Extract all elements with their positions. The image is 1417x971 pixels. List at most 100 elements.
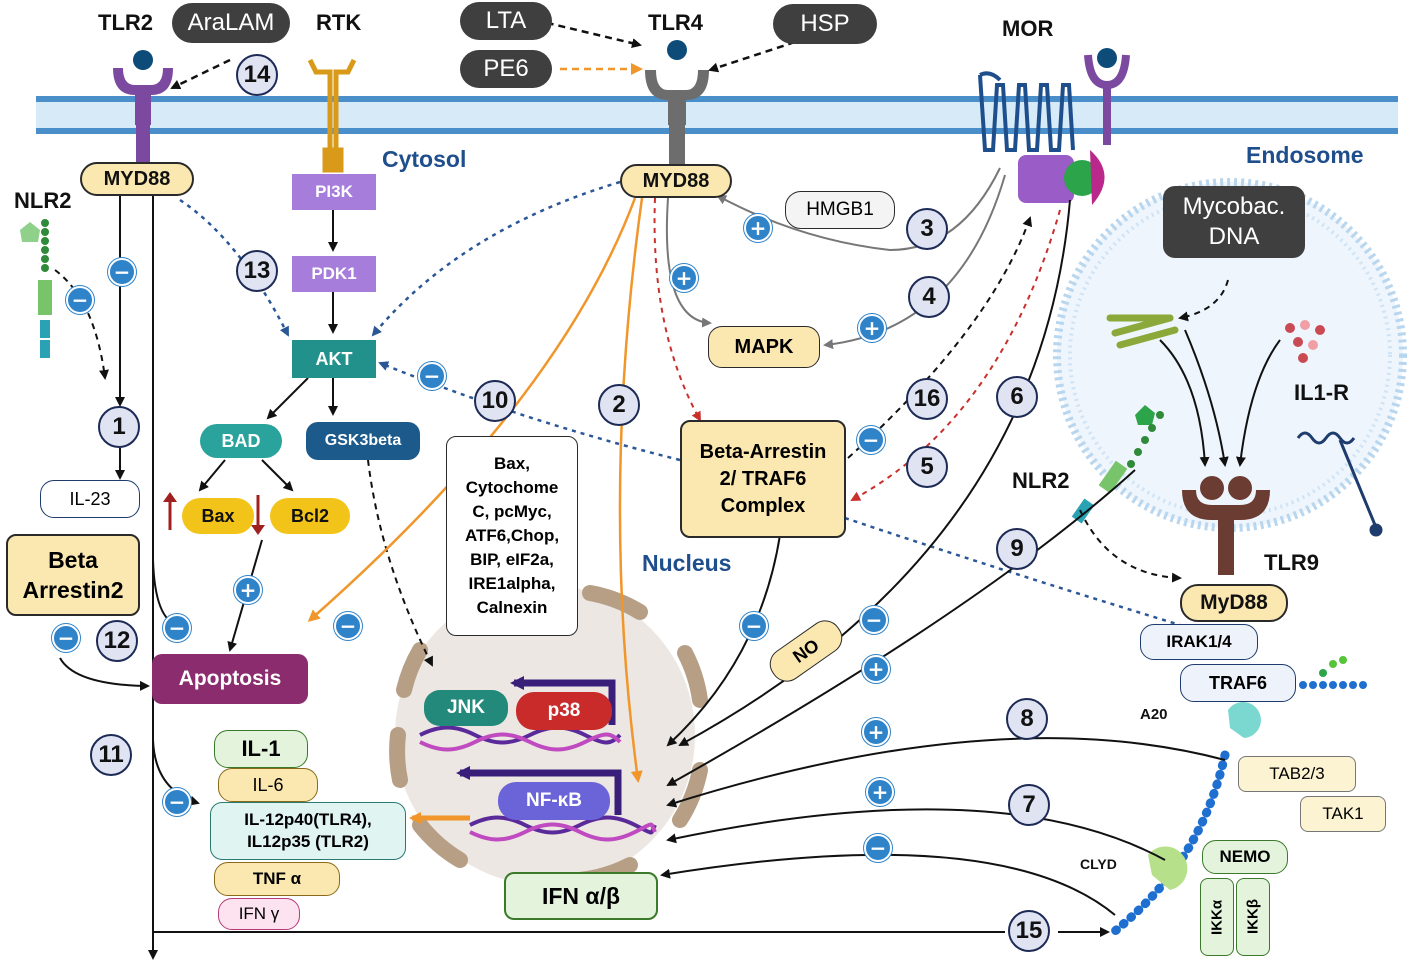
minus-badge-icon: − xyxy=(163,788,191,816)
nlr2-left-icon xyxy=(20,219,52,358)
step-10-marker: 10 xyxy=(474,380,516,422)
arrow-bad-bax xyxy=(198,459,226,492)
mor-label: MOR xyxy=(1002,16,1054,41)
arrow-orange-nfkb xyxy=(618,197,644,783)
arrow-6-nucleus xyxy=(678,199,1071,746)
arrow-nlr2-myd88 xyxy=(1079,509,1182,583)
arrow-myco-dna xyxy=(1178,279,1229,322)
akt-box: AKT xyxy=(292,340,376,378)
arrow-myd88-akt xyxy=(371,180,621,337)
ifn-alpha-beta-box: IFN α/β xyxy=(504,872,658,920)
mor-complex-icon xyxy=(1018,150,1105,205)
tlr4-receptor-icon xyxy=(645,40,709,165)
arrow-arrestin-apoptosis xyxy=(59,657,150,691)
arrow-dna-tlr9 xyxy=(1159,339,1210,467)
minus-badge-icon: − xyxy=(864,834,892,862)
nemo-box: NEMO xyxy=(1202,840,1288,874)
minus-badge-icon: − xyxy=(66,286,94,314)
myd88-left-box: MYD88 xyxy=(80,162,194,196)
il6-box: IL-6 xyxy=(218,768,318,802)
pe6-ligand: PE6 xyxy=(460,50,552,88)
rtk-receptor-icon xyxy=(307,58,357,173)
minus-badge-icon: − xyxy=(108,258,136,286)
nlr2-right-label: NLR2 xyxy=(1012,468,1070,493)
myd88-mid-box: MYD88 xyxy=(620,164,732,198)
apoptosis-box: Apoptosis xyxy=(152,654,308,704)
tab23-box: TAB2/3 xyxy=(1238,756,1356,792)
bax-up-arrow-icon xyxy=(163,492,177,502)
pi3k-box: PI3K xyxy=(292,174,376,210)
plasma-membrane xyxy=(36,96,1398,134)
mycobac-dna-strands-icon xyxy=(1106,314,1179,349)
bad-box: BAD xyxy=(200,424,282,458)
step-11-marker: 11 xyxy=(90,734,132,776)
ubiquitin-chain-icon xyxy=(1299,656,1367,689)
arrow-il1r-tlr9 xyxy=(1235,339,1281,467)
step-14-marker: 14 xyxy=(236,54,278,96)
er-stress-markers-box: Bax, Cytochome C, pcMyc, ATF6,Chop, BIP,… xyxy=(446,436,578,636)
il1-box: IL-1 xyxy=(214,730,308,768)
irak-box: IRAK1/4 xyxy=(1140,624,1258,660)
arrow-7-nucleus xyxy=(666,808,1166,861)
arrow-9-nucleus xyxy=(666,469,1136,786)
beta-arrestin-traf6-complex: Beta-Arrestin 2/ TRAF6 Complex xyxy=(680,420,846,538)
cytosol-label: Cytosol xyxy=(382,146,467,172)
step-1-marker: 1 xyxy=(98,406,140,448)
arrow-complex-nucleus xyxy=(666,534,781,747)
mor-side-receptor-icon xyxy=(1084,48,1130,145)
il23-box: IL-23 xyxy=(40,480,140,518)
traf6-box: TRAF6 xyxy=(1180,664,1296,702)
aralam-ligand: AraLAM xyxy=(172,3,290,43)
il1r-receptor-icon xyxy=(1296,431,1383,537)
bcl2-down-arrow-icon xyxy=(251,525,265,535)
plus-badge-icon: + xyxy=(670,264,698,292)
il1r-label: IL1-R xyxy=(1294,380,1349,405)
transcription-arrow-1 xyxy=(510,676,616,725)
arrow-lta-tlr4 xyxy=(534,18,642,49)
arrow-akt-bad xyxy=(266,377,309,420)
minus-badge-icon: − xyxy=(52,624,80,652)
a20-label: A20 xyxy=(1140,706,1168,723)
arrow-mor-complex xyxy=(850,209,1061,501)
clyd-enzyme-icon xyxy=(1148,846,1188,890)
ikka-box: IKKα xyxy=(1200,878,1234,956)
arrow-hsp-tlr4 xyxy=(708,40,796,73)
plus-badge-icon: + xyxy=(862,655,890,683)
rtk-label: RTK xyxy=(316,10,362,35)
minus-badge-icon: − xyxy=(418,362,446,390)
ikkb-box: IKKβ xyxy=(1236,878,1270,956)
plus-badge-icon: + xyxy=(866,778,894,806)
tlr9-receptor-icon xyxy=(1182,476,1270,575)
tnf-alpha-box: TNF α xyxy=(214,862,340,896)
minus-badge-icon: − xyxy=(740,612,768,640)
a20-enzyme-icon xyxy=(1228,702,1261,738)
step-9-marker: 9 xyxy=(996,528,1038,570)
ubiquitin-long-chain-icon xyxy=(1105,750,1230,940)
arrow-red-complex xyxy=(653,197,701,422)
il12-box: IL-12p40(TLR4), IL12p35 (TLR2) xyxy=(210,802,406,860)
dna-helix-upper xyxy=(419,725,622,752)
nfkb-box: NF-κB xyxy=(498,782,610,820)
ifn-gamma-box: IFN γ xyxy=(218,898,300,930)
step-15-marker: 15 xyxy=(1008,910,1050,952)
dna-helix-lower xyxy=(469,815,657,842)
arrow-orange-apoptosis xyxy=(307,197,637,622)
hsp-ligand: HSP xyxy=(773,4,877,44)
step-13-marker: 13 xyxy=(236,250,278,292)
plus-badge-icon: + xyxy=(858,314,886,342)
plus-badge-icon: + xyxy=(744,214,772,242)
tlr9-label: TLR9 xyxy=(1264,550,1319,575)
nlr2-left-label: NLR2 xyxy=(14,188,72,213)
beta-arrestin2-box: Beta Arrestin2 xyxy=(6,534,140,616)
myd88-right-box: MyD88 xyxy=(1180,584,1288,622)
nlr2-right-icon xyxy=(1071,405,1164,524)
minus-badge-icon: − xyxy=(860,606,888,634)
arrow-complex-mor xyxy=(847,216,1033,459)
bax-box: Bax xyxy=(182,498,254,534)
arrow-8-nucleus xyxy=(666,737,1226,808)
mor-receptor-icon xyxy=(978,71,1075,152)
nucleus-label: Nucleus xyxy=(642,550,732,576)
arrow-gsk3-nucleus xyxy=(367,459,433,667)
arrow-15-ifn xyxy=(660,853,1116,916)
